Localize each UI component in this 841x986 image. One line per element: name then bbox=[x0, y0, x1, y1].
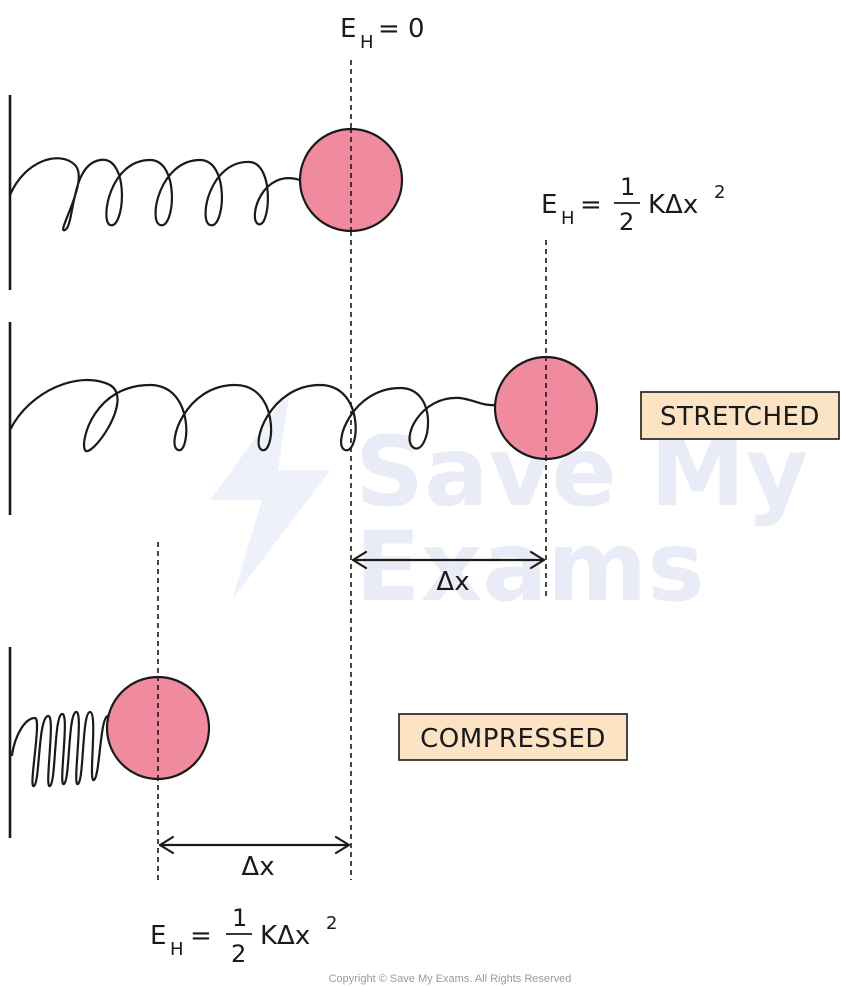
svg-text:1: 1 bbox=[620, 173, 635, 201]
svg-text:2: 2 bbox=[714, 182, 725, 203]
svg-text:1: 1 bbox=[232, 904, 247, 932]
svg-text:2: 2 bbox=[231, 940, 246, 968]
svg-text:=: = bbox=[190, 921, 212, 951]
svg-text:= 0: = 0 bbox=[378, 14, 425, 44]
svg-text:E: E bbox=[541, 190, 557, 220]
compressed-displacement-label: Δx bbox=[241, 852, 274, 882]
copyright-notice: Copyright © Save My Exams. All Rights Re… bbox=[329, 973, 572, 985]
compressed-label-box bbox=[398, 713, 628, 761]
svg-text:E: E bbox=[150, 921, 166, 951]
svg-text:=: = bbox=[580, 190, 602, 220]
mass-stretched bbox=[493, 355, 599, 461]
spring-equilibrium bbox=[8, 157, 302, 232]
stretched-label-box bbox=[640, 391, 840, 440]
stretched-displacement-arrow bbox=[351, 550, 546, 570]
mass-equilibrium bbox=[298, 127, 404, 233]
mass-compressed bbox=[105, 675, 211, 781]
watermark-logo-icon bbox=[210, 390, 330, 600]
compressed-label: COMPRESSED bbox=[420, 724, 606, 754]
spring-stretched bbox=[8, 378, 497, 453]
svg-text:KΔx: KΔx bbox=[260, 921, 310, 951]
svg-text:H: H bbox=[561, 208, 575, 229]
svg-text:H: H bbox=[170, 939, 184, 960]
stretched-label: STRETCHED bbox=[660, 402, 820, 432]
equilibrium-energy-label: E H = 0 bbox=[340, 14, 425, 53]
svg-text:2: 2 bbox=[326, 913, 337, 934]
spring-compressed bbox=[10, 710, 110, 788]
watermark-line-2: Exams bbox=[355, 511, 704, 623]
compressed-energy-formula: E H = 1 2 KΔx 2 bbox=[150, 904, 337, 968]
svg-text:H: H bbox=[360, 32, 374, 53]
compressed-displacement-arrow bbox=[158, 835, 351, 855]
stretched-energy-formula: E H = 1 2 KΔx 2 bbox=[541, 173, 725, 236]
stretched-displacement-label: Δx bbox=[436, 567, 469, 597]
svg-text:E: E bbox=[340, 14, 356, 44]
svg-text:KΔx: KΔx bbox=[648, 190, 698, 220]
svg-text:2: 2 bbox=[619, 208, 634, 236]
